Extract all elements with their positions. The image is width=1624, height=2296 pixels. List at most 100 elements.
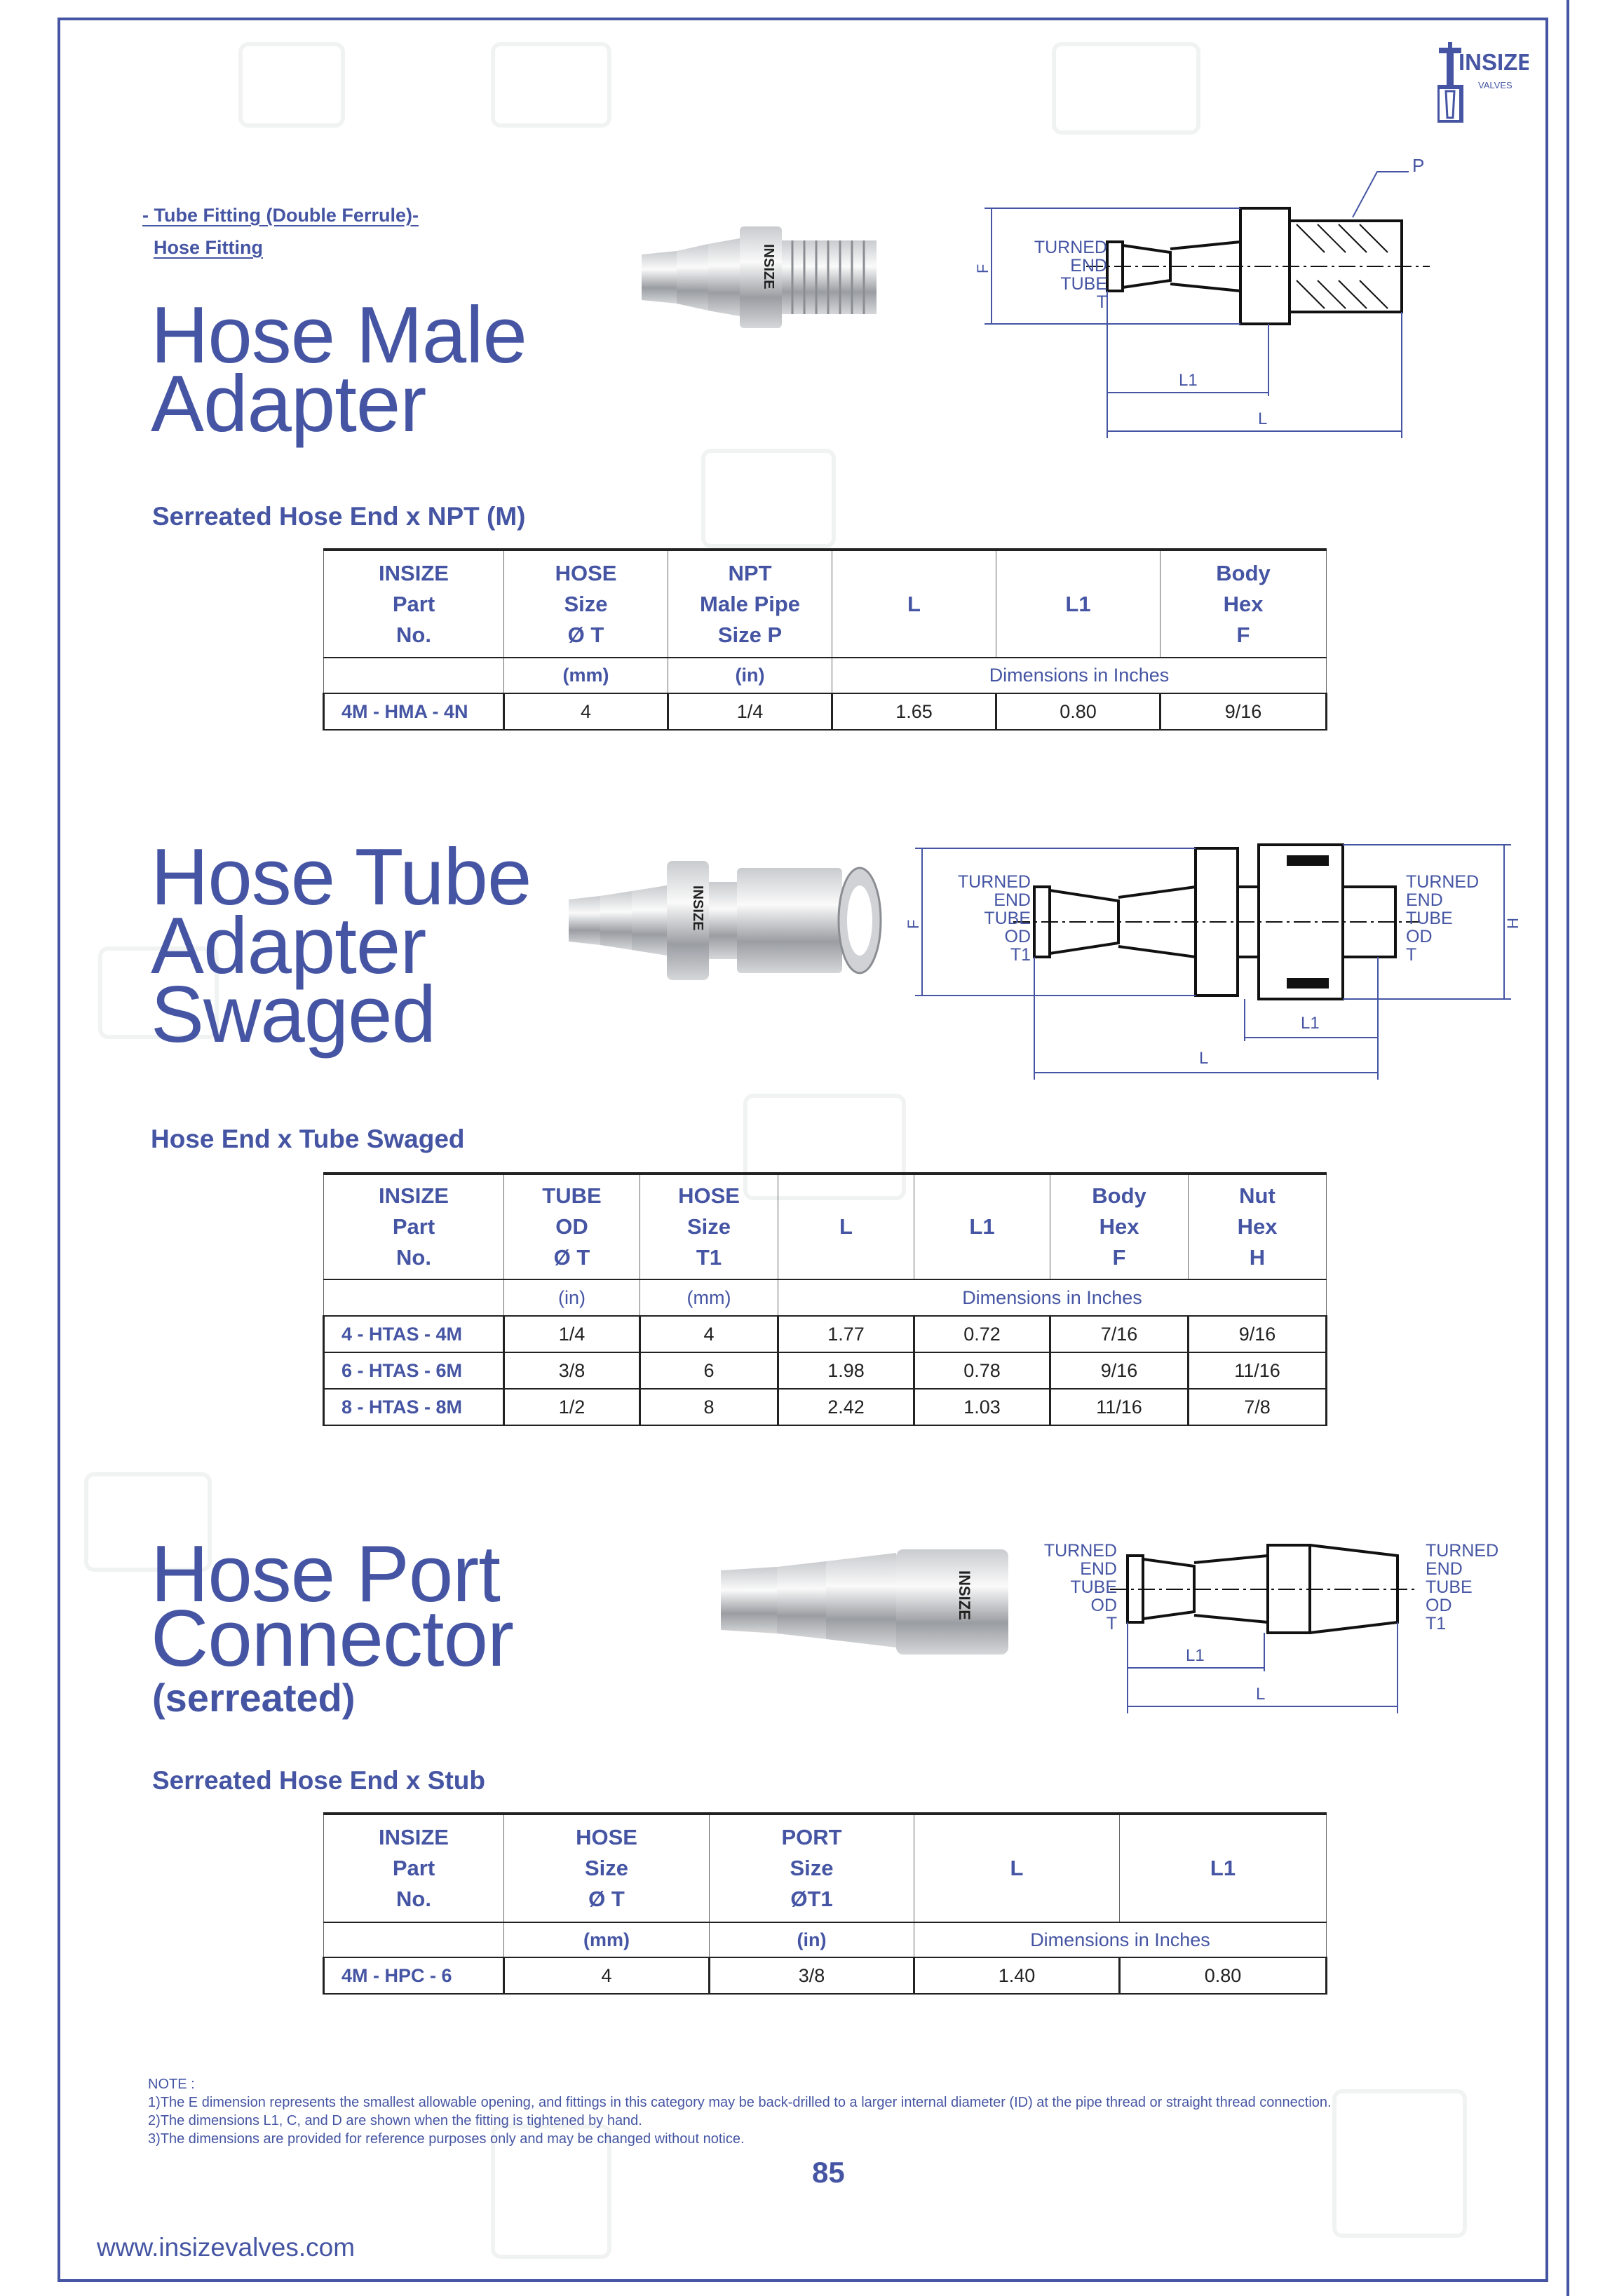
column-header: PORT Size ØT1 xyxy=(709,1812,914,1923)
watermark-shape xyxy=(491,42,611,128)
section-subtitle: Serreated Hose End x NPT (M) xyxy=(152,502,526,531)
svg-text:VALVES: VALVES xyxy=(1478,80,1513,90)
column-header: L xyxy=(778,1172,914,1280)
svg-text:L: L xyxy=(1256,1685,1265,1704)
column-header: L1 xyxy=(1119,1812,1327,1923)
dimensions-unit-label: Dimensions in Inches xyxy=(832,657,1327,694)
dimensions-unit-label: Dimensions in Inches xyxy=(778,1279,1327,1317)
watermark-shape xyxy=(98,946,219,1039)
value-cell: 1.65 xyxy=(831,693,997,731)
diagram-label-right: TURNED END TUBE OD T1 xyxy=(1426,1542,1499,1633)
svg-text:L1: L1 xyxy=(1179,371,1198,390)
insize-valves-logo: INSIZE VALVES xyxy=(1435,42,1533,124)
value-cell: 1.98 xyxy=(777,1352,915,1390)
value-cell: 8 xyxy=(639,1388,779,1426)
diagram-label-turned-end-tube: TURNED END TUBE T xyxy=(1034,238,1107,312)
product-image-hose-port-connector: INSIZE xyxy=(721,1546,1015,1662)
value-cell: 0.72 xyxy=(913,1315,1051,1353)
product-image-hose-male-adapter: INSIZE xyxy=(642,223,880,335)
column-header: Body Hex F xyxy=(1160,548,1327,658)
unit-label: (in) xyxy=(709,1922,914,1958)
column-header: NPT Male Pipe Size P xyxy=(668,548,832,658)
svg-text:L1: L1 xyxy=(1186,1646,1205,1665)
value-cell: 4 xyxy=(639,1315,779,1353)
part-number-cell: 4M - HMA - 4N xyxy=(323,693,505,731)
dimension-diagram-hose-male-adapter: F P L1 L TURNED END TUBE T xyxy=(960,151,1451,449)
value-cell: 0.80 xyxy=(995,693,1161,731)
table-units-row: (mm)(in)Dimensions in Inches xyxy=(323,657,1327,694)
note-item: 1)The E dimension represents the smalles… xyxy=(148,2095,1332,2110)
dimension-diagram-hose-port-connector: L1 L TURNED END TUBE OD T TURNED END TUB… xyxy=(1026,1531,1531,1724)
unit-label: (mm) xyxy=(503,657,668,694)
column-header: HOSE Size Ø T xyxy=(503,1812,710,1923)
value-cell: 9/16 xyxy=(1049,1352,1189,1390)
watermark-shape xyxy=(1332,2089,1467,2238)
unit-label xyxy=(323,1279,504,1317)
column-header: TUBE OD Ø T xyxy=(503,1172,640,1280)
value-cell: 9/16 xyxy=(1159,693,1327,731)
value-cell: 0.80 xyxy=(1118,1957,1327,1995)
notes: NOTE : 1)The E dimension represents the … xyxy=(148,2075,1332,2148)
breadcrumb-category[interactable]: - Tube Fitting (Double Ferrule)- xyxy=(142,205,419,226)
svg-text:L: L xyxy=(1199,1049,1208,1068)
column-header: INSIZE Part No. xyxy=(323,548,504,658)
notes-heading: NOTE : xyxy=(148,2077,195,2092)
column-header: Body Hex F xyxy=(1050,1172,1189,1280)
svg-text:INSIZE: INSIZE xyxy=(761,244,776,289)
svg-text:L1: L1 xyxy=(1301,1014,1320,1033)
table-units-row: (mm)(in)Dimensions in Inches xyxy=(323,1922,1327,1958)
column-header: INSIZE Part No. xyxy=(323,1812,504,1923)
value-cell: 7/8 xyxy=(1187,1388,1327,1426)
valve-logo-icon: INSIZE VALVES xyxy=(1435,42,1533,124)
product-image-hose-tube-adapter: INSIZE xyxy=(569,857,884,987)
section-subtitle: Serreated Hose End x Stub xyxy=(152,1766,485,1795)
value-cell: 6 xyxy=(639,1352,779,1390)
table-units-row: (in)(mm)Dimensions in Inches xyxy=(323,1279,1327,1317)
page-number: 85 xyxy=(812,2156,845,2189)
svg-text:P: P xyxy=(1412,155,1424,176)
column-header: L xyxy=(832,548,996,658)
part-number-cell: 8 - HTAS - 8M xyxy=(323,1388,505,1426)
svg-text:F: F xyxy=(905,920,922,929)
diagram-label-left: TURNED END TUBE OD T xyxy=(1043,1542,1117,1633)
svg-text:L: L xyxy=(1258,409,1267,428)
value-cell: 4 xyxy=(503,1957,710,1995)
dimension-diagram-hose-tube-adapter: F H L1 L TURNED END TUBE OD T1 TURNED EN… xyxy=(894,838,1525,1094)
value-cell: 1/4 xyxy=(667,693,833,731)
value-cell: 1.03 xyxy=(913,1388,1051,1426)
note-item: 2)The dimensions L1, C, and D are shown … xyxy=(148,2113,642,2128)
value-cell: 9/16 xyxy=(1187,1315,1327,1353)
value-cell: 3/8 xyxy=(503,1352,641,1390)
breadcrumb-subcategory[interactable]: Hose Fitting xyxy=(154,237,263,258)
value-cell: 4 xyxy=(503,693,669,731)
part-number-cell: 4M - HPC - 6 xyxy=(323,1957,505,1995)
value-cell: 1/2 xyxy=(503,1388,641,1426)
watermark-shape xyxy=(701,449,836,548)
column-header: L1 xyxy=(914,1172,1050,1280)
svg-text:INSIZE: INSIZE xyxy=(690,885,705,930)
watermark-shape xyxy=(1052,42,1200,135)
unit-label: (in) xyxy=(668,657,832,694)
unit-label: (mm) xyxy=(640,1279,778,1317)
part-number-cell: 4 - HTAS - 4M xyxy=(323,1315,505,1353)
dimensions-unit-label: Dimensions in Inches xyxy=(914,1922,1327,1958)
column-header: HOSE Size T1 xyxy=(640,1172,778,1280)
svg-text:INSIZE: INSIZE xyxy=(1459,49,1529,75)
column-header: HOSE Size Ø T xyxy=(503,548,668,658)
column-header: Nut Hex H xyxy=(1188,1172,1327,1280)
product-title-hose-male-adapter: Hose Male Adapter xyxy=(151,291,527,449)
part-number-cell: 6 - HTAS - 6M xyxy=(323,1352,505,1390)
section-subtitle: Hose End x Tube Swaged xyxy=(151,1125,465,1153)
website-link[interactable]: www.insizevalves.com xyxy=(97,2233,356,2262)
svg-text:F: F xyxy=(974,264,992,273)
